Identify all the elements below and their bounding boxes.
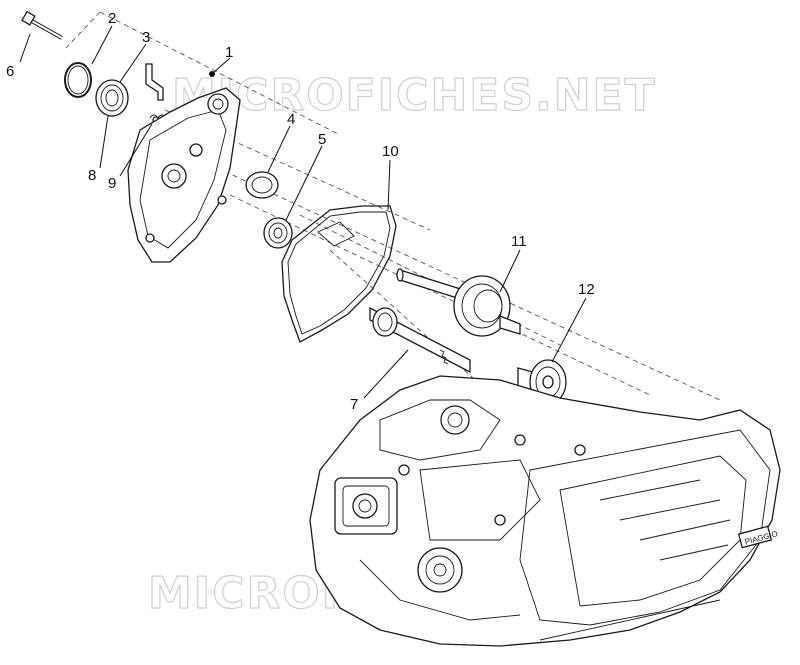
- callout-6: 6: [6, 63, 14, 80]
- callout-12: 12: [578, 281, 595, 298]
- bearing-part-5[interactable]: [263, 217, 293, 249]
- engine-assembly[interactable]: PIAGGIO: [309, 375, 781, 647]
- callout-7: 7: [350, 396, 358, 413]
- callout-8: 8: [88, 167, 96, 184]
- bolt-part-6[interactable]: [21, 10, 63, 40]
- callout-9: 9: [108, 175, 116, 192]
- shaft-part-11[interactable]: [396, 268, 521, 337]
- circlip-part-2[interactable]: [64, 62, 92, 98]
- callout-4: 4: [287, 111, 295, 128]
- callout-2: 2: [108, 10, 116, 27]
- callout-5: 5: [318, 131, 326, 148]
- pipe-part-3[interactable]: [145, 63, 164, 101]
- oil-seal-part-4[interactable]: [245, 171, 279, 199]
- bearing-part-8[interactable]: [95, 79, 129, 117]
- callout-11: 11: [511, 233, 527, 250]
- gear-cover-part-1[interactable]: [127, 71, 241, 263]
- callout-10: 10: [382, 143, 399, 160]
- gasket-part-10[interactable]: [281, 205, 397, 343]
- leader-lines: [19, 25, 587, 399]
- callout-1: 1: [225, 44, 233, 61]
- callout-3: 3: [142, 29, 150, 46]
- callout-labels: 1 2 3 4 5 6 7 8 9 10 11 12: [6, 10, 595, 413]
- shaft-part-7[interactable]: [369, 306, 471, 374]
- watermark-top: MICROFICHES.NET: [172, 70, 657, 121]
